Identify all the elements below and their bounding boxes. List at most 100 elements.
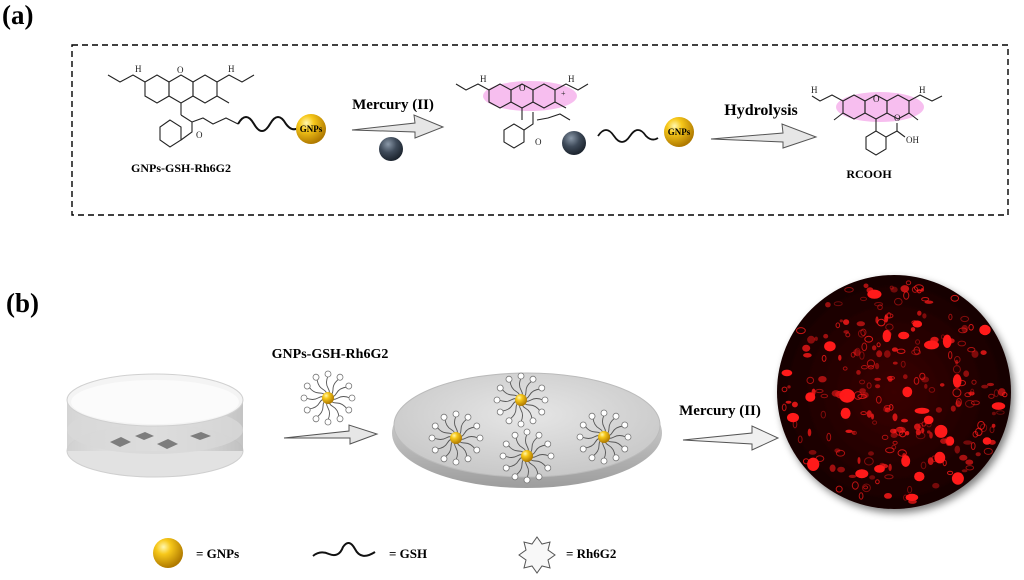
fluorescent-cell [921, 421, 927, 427]
fluorescent-cell [915, 339, 921, 345]
fluorescent-cell [892, 413, 898, 422]
cell-slides [110, 432, 211, 449]
fluorescent-cell [930, 336, 939, 343]
fluorescent-cell [967, 347, 976, 353]
fluorescent-cell [890, 432, 898, 439]
fluorescent-cell [861, 365, 868, 370]
fluorescent-cell [888, 463, 892, 471]
fluorescent-cell [854, 347, 861, 357]
fluorescent-cell [959, 454, 968, 461]
fluorescent-cell [860, 328, 867, 336]
fluorescent-cell [875, 479, 880, 485]
fluorescent-cell [787, 417, 792, 421]
fluorescent-cell [911, 349, 921, 356]
fluorescent-cell [934, 451, 946, 464]
fluorescent-cell [842, 366, 848, 371]
fluorescent-cell [971, 379, 977, 385]
fluorescent-cell [890, 428, 897, 434]
fluorescent-cell [869, 475, 876, 480]
fluorescent-cell [911, 320, 918, 325]
fluorescent-cell [888, 404, 894, 411]
fluorescent-cell [950, 405, 956, 412]
fluorescent-cell [845, 429, 853, 433]
fluorescent-cell [882, 329, 891, 343]
fluorescent-cell [947, 470, 954, 476]
fluorescent-cell [879, 463, 889, 469]
fluorescent-cell [948, 351, 953, 360]
gnp-sphere-2 [664, 117, 694, 147]
product-label: RCOOH [846, 167, 892, 181]
fluorescent-cell [977, 420, 985, 430]
fluorescent-cell [979, 423, 988, 433]
fluorescent-cell [952, 374, 962, 388]
fluorescent-cell [934, 424, 948, 438]
legend-rh6g2-text: = Rh6G2 [566, 546, 616, 561]
petri-dish [66, 373, 244, 478]
fluorescent-cell [802, 344, 811, 352]
fluorescent-cell [901, 418, 908, 423]
fluorescent-cell [948, 313, 953, 321]
fluorescent-cell [912, 320, 923, 328]
fluorescent-cell [980, 350, 987, 355]
fluorescent-cell [979, 324, 991, 336]
fluorescent-cell [857, 393, 867, 399]
fluorescent-cell [914, 471, 925, 482]
fluorescent-cell [844, 287, 854, 293]
fluorescent-cell [860, 296, 867, 302]
mercury-label-b: Mercury (II) [679, 403, 761, 419]
mercury-ion [379, 137, 403, 161]
fluorescent-cell [820, 393, 829, 399]
fluorescent-cell [955, 400, 962, 408]
legend: = GNPs = GSH = Rh6G2 [153, 536, 616, 574]
fluorescent-cell [902, 386, 913, 398]
fluorescent-cell [896, 348, 906, 354]
fluorescent-cell [803, 353, 812, 358]
fluorophore-highlight-2 [836, 92, 924, 122]
fluorescent-cell [887, 312, 891, 319]
fluorescent-cell [968, 391, 975, 396]
fluorescent-cell [796, 327, 806, 335]
fluorescent-cell [961, 324, 968, 333]
fluorescent-cell [859, 388, 866, 394]
fluorescent-cell [850, 351, 856, 358]
legend-gnp-text: = GNPs [196, 546, 239, 561]
fluorescent-cell [808, 450, 817, 455]
fluorescent-cell [856, 321, 865, 327]
fluorescent-cells [781, 280, 1008, 504]
legend-rh6g2-icon [518, 536, 556, 574]
fluorescent-cell [829, 464, 836, 472]
fluorescent-cell [815, 388, 824, 394]
fluorescent-cell [998, 388, 1006, 397]
fluorescent-cell [886, 375, 896, 381]
fluorescent-cell [903, 374, 908, 380]
fluorescent-cell [874, 377, 881, 381]
atom-o-carbonyl: O [196, 130, 203, 140]
fluorescent-cell [857, 329, 866, 338]
fluorescent-cell [855, 469, 869, 479]
fluorescent-cell [892, 440, 898, 445]
fluorescent-cell [905, 280, 912, 286]
fluorescent-cell [806, 376, 815, 385]
fluorescent-cell [927, 430, 931, 434]
fluorescent-cell [835, 322, 841, 329]
fluorescent-cell [831, 390, 841, 397]
fluorescent-cell [986, 382, 995, 387]
fluorescent-cell [971, 350, 979, 358]
fluorescent-cell [866, 359, 876, 368]
fluorescent-cell [824, 341, 836, 352]
atom-h-1: H [480, 74, 487, 84]
atom-h-3: H [811, 85, 818, 95]
fluorescent-cell [991, 411, 996, 416]
atom-o-2: O [535, 137, 542, 147]
fluorescent-cell [835, 449, 846, 457]
fluorescent-cell [921, 427, 925, 434]
fluorescent-cell [866, 410, 872, 418]
fluorescent-cell [983, 447, 993, 455]
fluorescent-cell [835, 485, 843, 493]
fluorescent-cell [989, 426, 995, 434]
fluorescent-cell [826, 432, 832, 442]
fluorescent-cell [863, 485, 869, 490]
product-molecule [811, 94, 943, 156]
atom-h-2: H [568, 74, 575, 84]
fluorescent-cell [781, 369, 793, 377]
